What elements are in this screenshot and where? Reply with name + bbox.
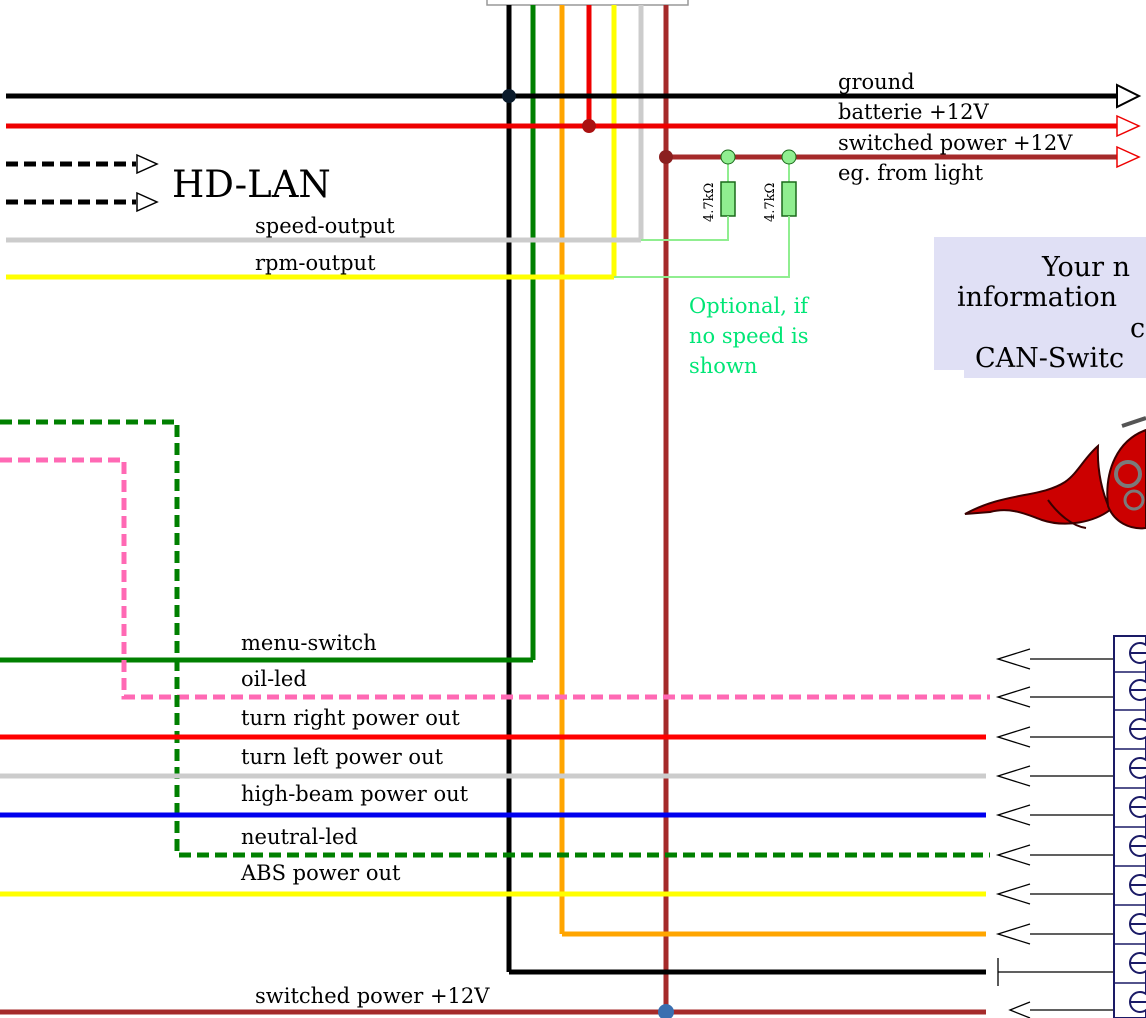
info-box-line-1: Your n	[1041, 252, 1130, 283]
open-arrow-icon	[995, 765, 1031, 787]
optional-note-line-1: Optional, if	[689, 294, 810, 318]
open-arrow-icon	[1008, 1001, 1031, 1018]
info-box-line-2: information	[957, 282, 1117, 313]
switched-bottom-junction-dot	[658, 1004, 674, 1018]
oil-led-label: oil-led	[241, 667, 307, 691]
r2-resistor-icon	[781, 181, 797, 217]
r1-junction-dot	[720, 149, 736, 165]
terminal-arrows	[995, 648, 1031, 1018]
battery-label: batterie +12V	[838, 100, 989, 124]
info-box-line-3: c	[1130, 313, 1145, 344]
switched-note-label: eg. from light	[838, 161, 984, 185]
info-box	[934, 237, 1146, 378]
switched-bottom-label: switched power +12V	[255, 984, 490, 1008]
switched-power-label: switched power +12V	[838, 131, 1073, 155]
open-arrow-icon	[995, 648, 1031, 670]
switched-junction-dot	[659, 150, 673, 164]
open-arrow-icon	[995, 844, 1031, 866]
high-beam-label: high-beam power out	[241, 782, 469, 806]
connector-housing	[486, 0, 689, 6]
rpm-output-label: rpm-output	[255, 251, 376, 275]
oil-led-wire	[0, 457, 990, 700]
neutral-led-wire	[0, 419, 990, 858]
hd-lan-label: HD-LAN	[172, 163, 331, 206]
switched-arrow-icon	[1116, 145, 1141, 169]
hd-lan-arrow-icon-1	[136, 153, 159, 175]
optional-note-line-3: shown	[689, 354, 757, 378]
r2-junction-dot	[781, 149, 797, 165]
neutral-led-label: neutral-led	[241, 825, 358, 849]
turn-left-label: turn left power out	[241, 745, 444, 769]
r1-value-label: 4.7kΩ	[702, 183, 717, 222]
dragon-logo-icon	[964, 416, 1146, 530]
speed-output-label: speed-output	[255, 214, 395, 238]
open-arrow-icon	[995, 883, 1031, 905]
ground-arrow-icon	[1116, 83, 1142, 109]
r2-bottom-lead	[614, 216, 790, 278]
open-arrow-icon	[995, 686, 1031, 708]
r2-value-label: 4.7kΩ	[763, 183, 778, 222]
turn-right-label: turn right power out	[241, 706, 460, 730]
ground-label: ground	[838, 70, 915, 94]
info-box-line-4: CAN-Switc	[975, 343, 1124, 374]
open-arrow-icon	[995, 923, 1031, 945]
info-box-notch	[934, 370, 964, 380]
abs-label: ABS power out	[240, 861, 401, 885]
r1-resistor-icon	[720, 181, 736, 217]
optional-note-line-2: no speed is	[689, 324, 809, 348]
terminal-block-icon	[1113, 635, 1146, 1018]
ground-junction-dot	[502, 89, 516, 103]
terminal-leads	[998, 658, 1115, 1011]
r1-bottom-lead	[641, 216, 729, 241]
open-arrow-icon	[995, 804, 1031, 826]
battery-junction-dot	[582, 119, 596, 133]
open-arrow-icon	[995, 726, 1031, 748]
menu-switch-label: menu-switch	[241, 631, 377, 655]
battery-arrow-icon	[1116, 114, 1141, 138]
hd-lan-arrow-icon-2	[136, 191, 159, 213]
